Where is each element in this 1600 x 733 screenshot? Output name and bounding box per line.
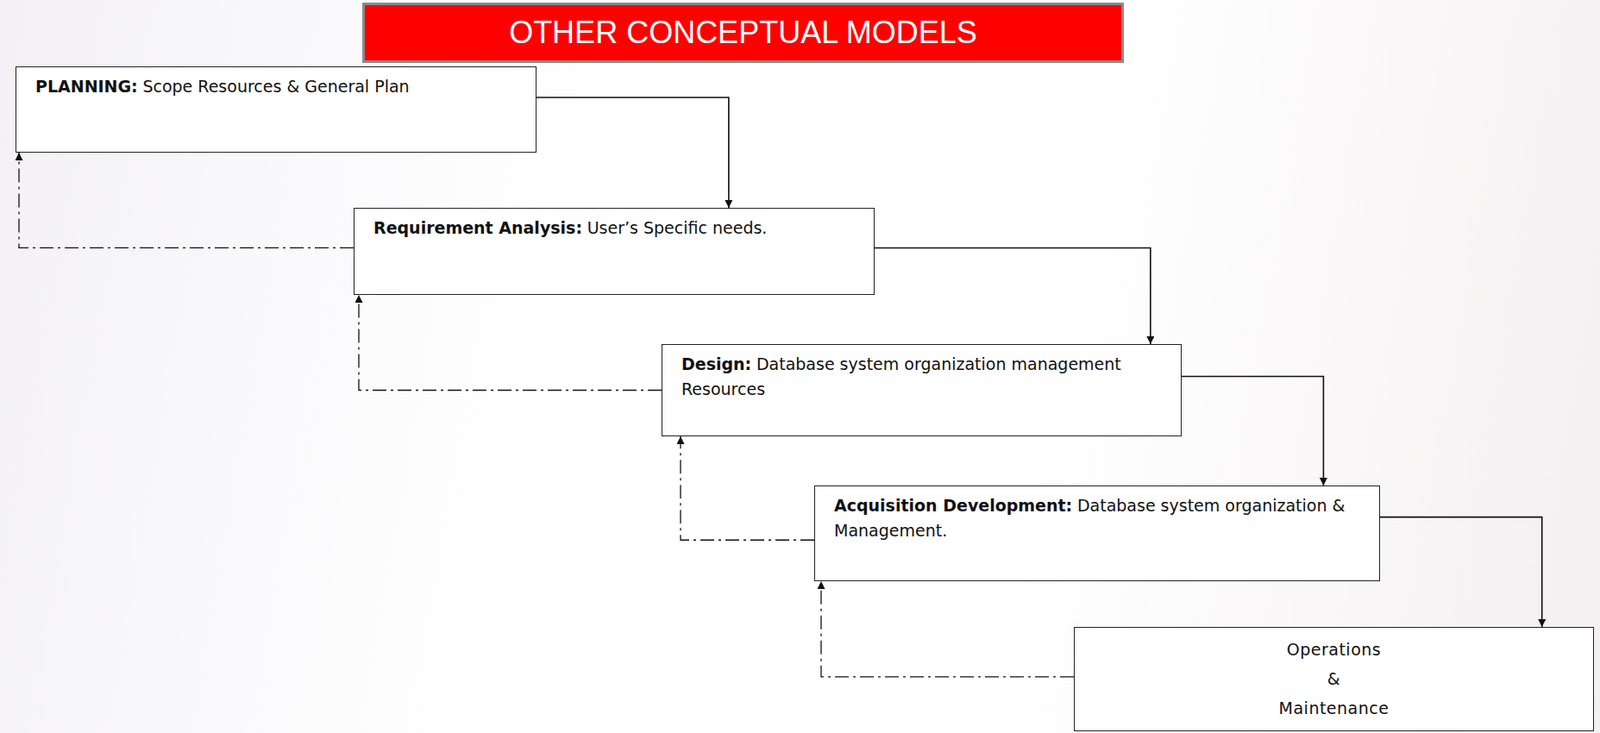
process-box: Requirement Analysis:User’s Specific nee… — [353, 207, 875, 295]
stage-heading: Acquisition Development: — [834, 495, 1073, 515]
process-box: Design:Database system organization mana… — [661, 344, 1182, 437]
stage-heading: Design: — [681, 354, 752, 374]
feedback-arrow — [680, 436, 815, 540]
stage-text: Operations & Maintenance — [1279, 634, 1390, 724]
process-box: PLANNING:Scope Resources & General Plan — [15, 66, 537, 153]
process-box: Acquisition Development:Database system … — [814, 485, 1381, 582]
stage-description: Scope Resources & General Plan — [142, 76, 409, 96]
feedback-arrow — [358, 294, 662, 391]
process-box: Operations & Maintenance — [1073, 627, 1594, 732]
title-banner: OTHER CONCEPTUAL MODELS — [362, 2, 1124, 63]
title-text: OTHER CONCEPTUAL MODELS — [508, 14, 978, 51]
stage-description: User’s Specific needs. — [587, 218, 768, 238]
feedback-arrow — [18, 152, 354, 248]
flow-arrow — [1181, 376, 1324, 486]
flow-arrow — [1380, 517, 1543, 628]
stage-heading: Requirement Analysis: — [373, 218, 583, 238]
feedback-arrow — [821, 581, 1074, 678]
flow-arrow — [536, 97, 729, 208]
stage-heading: PLANNING: — [35, 76, 139, 96]
flow-arrow — [874, 247, 1151, 345]
